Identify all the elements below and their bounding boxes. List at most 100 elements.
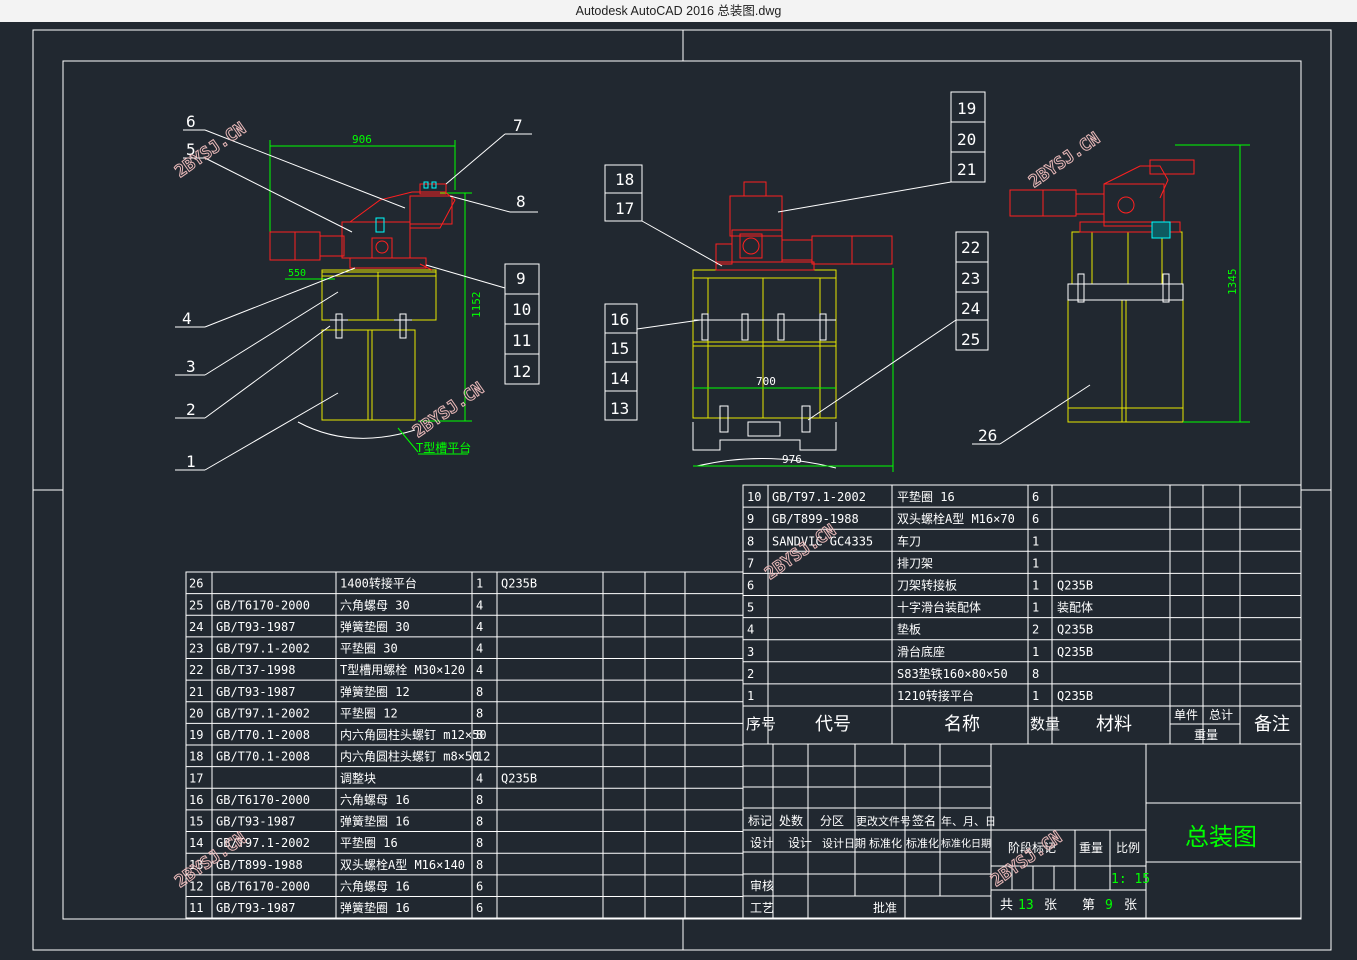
bom-cell-qty: 6 bbox=[476, 901, 483, 915]
bom-cell-qty: 8 bbox=[1032, 667, 1039, 681]
bom-cell-no: 23 bbox=[189, 642, 203, 656]
dim-550: 550 bbox=[288, 268, 306, 279]
tb-process: 工艺 bbox=[750, 901, 774, 915]
bom-cell-no: 21 bbox=[189, 685, 203, 699]
bom-header-code: 代号 bbox=[815, 714, 851, 735]
dim-1345: 1345 bbox=[1226, 269, 1239, 296]
bom-cell-name: 六角螺母 16 bbox=[340, 793, 410, 807]
callout-8: 8 bbox=[516, 192, 526, 211]
bom-cell-qty: 8 bbox=[476, 706, 483, 720]
tb-row2-3: 标准化 bbox=[869, 836, 902, 850]
left-cyan-fixtures bbox=[375, 181, 437, 233]
bom-cell-name: 车刀 bbox=[897, 533, 921, 548]
t-slot-platform bbox=[297, 421, 416, 439]
drawing-title: 总装图 bbox=[1185, 823, 1257, 851]
bom-cell-qty: 4 bbox=[476, 598, 483, 612]
callout-22: 22 bbox=[961, 238, 980, 257]
bom-cell-code: SANDVIC GC4335 bbox=[772, 534, 873, 548]
tb-approve: 批准 bbox=[873, 900, 897, 915]
tb-page-label: 第 bbox=[1082, 898, 1095, 913]
bom-cell-code: GB/T37-1998 bbox=[216, 663, 295, 677]
bom-cell-no: 9 bbox=[747, 512, 754, 526]
callout-3: 3 bbox=[186, 357, 196, 376]
bom-cell-name: 弹簧垫圈 12 bbox=[340, 684, 410, 699]
center-platform bbox=[692, 313, 837, 469]
bom-cell-code: GB/T93-1987 bbox=[216, 901, 295, 915]
bom-cell-code: GB/T97.1-2002 bbox=[216, 642, 310, 656]
callout-19: 19 bbox=[957, 99, 976, 118]
bom-cell-mat: Q235B bbox=[1057, 579, 1093, 593]
right-cyan-fixture bbox=[1151, 221, 1171, 239]
tb-row2-1: 设计 bbox=[788, 836, 812, 850]
bom-cell-name: 平垫圈 16 bbox=[897, 489, 955, 504]
right-view-leader bbox=[972, 384, 1091, 445]
callout-17: 17 bbox=[615, 199, 634, 218]
bom-cell-qty: 8 bbox=[476, 685, 483, 699]
bom-cell-no: 25 bbox=[189, 598, 203, 612]
bom-cell-no: 17 bbox=[189, 771, 203, 785]
tb-scale-value: 1: 15 bbox=[1111, 872, 1150, 887]
bom-tables[interactable] bbox=[185, 484, 1302, 919]
bom-cell-name: 刀架转接板 bbox=[897, 578, 957, 593]
tb-row1-3: 更改文件号 bbox=[856, 814, 911, 828]
bom-cell-qty: 1 bbox=[1032, 579, 1039, 593]
bom-cell-qty: 4 bbox=[476, 771, 483, 785]
bom-cell-code: GB/T6170-2000 bbox=[216, 793, 310, 807]
bom-cell-name: 双头螺栓A型 M16×140 bbox=[340, 857, 465, 872]
bom-cell-qty: 6 bbox=[476, 879, 483, 893]
tb-row1-5: 年、月、日 bbox=[941, 814, 996, 828]
left-view[interactable]: 906 1152 550 bbox=[175, 112, 540, 471]
bom-cell-code: GB/T70.1-2008 bbox=[216, 750, 310, 764]
drawing-canvas[interactable]: 906 1152 550 bbox=[0, 22, 1357, 960]
tb-scale-label: 比例 bbox=[1116, 841, 1140, 855]
bom-cell-code: GB/T97.1-2002 bbox=[216, 836, 310, 850]
bom-cell-no: 19 bbox=[189, 728, 203, 742]
bom-header-note: 备注 bbox=[1254, 714, 1290, 735]
bom-header-total: 总计 bbox=[1209, 708, 1233, 722]
bom-cell-name: 调整块 bbox=[340, 770, 376, 785]
tb-row1-2: 分区 bbox=[820, 814, 844, 828]
callout-23: 23 bbox=[961, 269, 980, 288]
bom-cell-qty: 2 bbox=[1032, 623, 1039, 637]
callout-12: 12 bbox=[512, 362, 531, 381]
bom-cell-code: GB/T97.1-2002 bbox=[216, 706, 310, 720]
bom-cell-name: 弹簧垫圈 16 bbox=[340, 900, 410, 915]
dim-906: 906 bbox=[352, 133, 372, 146]
right-view[interactable]: 1345 26 bbox=[972, 144, 1250, 445]
bom-cell-no: 2 bbox=[747, 667, 754, 681]
bom-cell-qty: 4 bbox=[476, 620, 483, 634]
bom-cell-qty: 12 bbox=[476, 750, 490, 764]
t-slot-label: T型槽平台 bbox=[416, 440, 471, 455]
callout-25: 25 bbox=[961, 330, 980, 349]
bom-cell-name: 十字滑台装配体 bbox=[897, 600, 981, 615]
bom-cell-no: 13 bbox=[189, 858, 203, 872]
bom-cell-qty: 1 bbox=[1032, 534, 1039, 548]
bom-cell-code: GB/T97.1-2002 bbox=[772, 490, 866, 504]
bom-cell-qty: 1 bbox=[1032, 645, 1039, 659]
tb-row1-0: 标记 bbox=[748, 814, 772, 828]
callout-2: 2 bbox=[186, 400, 196, 419]
bom-cell-qty: 6 bbox=[1032, 512, 1039, 526]
bom-cell-qty: 4 bbox=[476, 642, 483, 656]
bom-cell-code: GB/T93-1987 bbox=[216, 815, 295, 829]
tb-weight: 重量 bbox=[1079, 841, 1103, 855]
bom-cell-name: 滑台底座 bbox=[897, 644, 945, 659]
bom-header: 序号 代号 名称 数量 材料 单件 总计 重量 备注 bbox=[746, 708, 1290, 742]
callout-16: 16 bbox=[610, 310, 629, 329]
bom-cell-qty: 8 bbox=[476, 836, 483, 850]
bom-cell-no: 11 bbox=[189, 901, 203, 915]
bom-cell-name: 双头螺栓A型 M16×70 bbox=[897, 511, 1015, 526]
bom-cell-qty: 8 bbox=[476, 815, 483, 829]
center-view[interactable]: 700 976 18 17 16 15 14 13 bbox=[604, 91, 989, 472]
